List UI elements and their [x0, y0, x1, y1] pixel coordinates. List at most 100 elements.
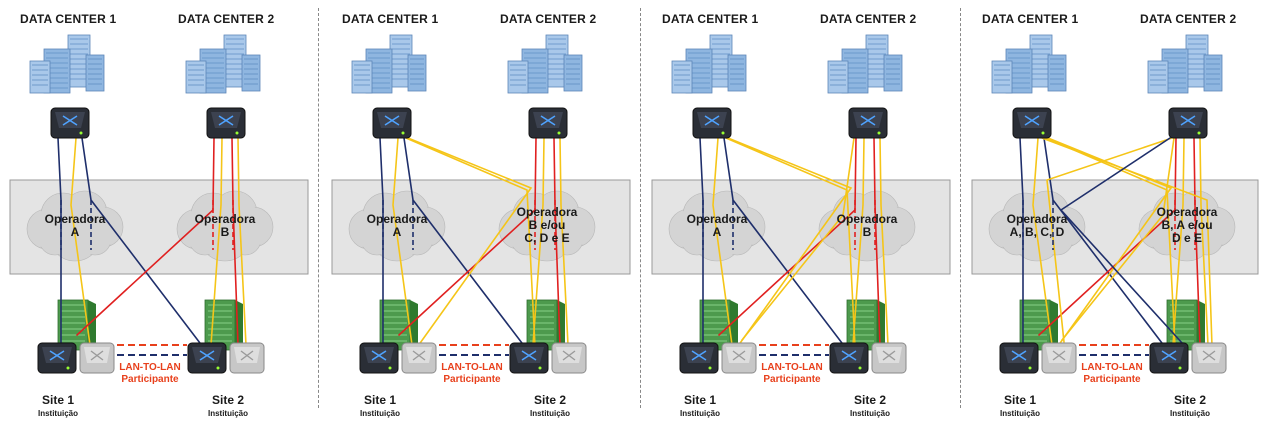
switch-arrows	[521, 350, 537, 361]
router-arrows	[882, 350, 896, 361]
cloud-fill	[230, 224, 260, 254]
site-2-name: Site 2	[211, 393, 244, 407]
cloud-fill	[1152, 224, 1182, 254]
topology-graphic	[971, 34, 1259, 374]
participante-text: Participante	[443, 374, 501, 385]
building-block	[1203, 54, 1223, 92]
green-building-front	[1166, 299, 1198, 351]
switch-arrows	[1024, 115, 1040, 126]
topology-graphic	[9, 34, 309, 374]
operator-right-label: Operadora B	[194, 212, 256, 239]
link-yellow-cross	[407, 137, 533, 347]
switch-led	[1041, 131, 1045, 135]
datacenter-2-switch	[848, 107, 888, 139]
participante-text: Participante	[763, 374, 821, 385]
switch-led	[721, 131, 725, 135]
switch-arrows	[62, 115, 78, 126]
building-block	[827, 60, 849, 94]
site-1-router	[401, 342, 437, 374]
site-2-switch	[187, 342, 227, 374]
switch-led	[1197, 131, 1201, 135]
link-yellow	[237, 137, 247, 346]
topology-graphic	[651, 34, 951, 374]
cloud-fill	[80, 224, 110, 254]
datacenter-1-label: DATA CENTER 1	[662, 12, 759, 26]
site-1-institution: Instituição	[37, 409, 78, 418]
switch-led	[1028, 366, 1032, 370]
datacenter-2-switch	[1168, 107, 1208, 139]
cloud-fill	[682, 224, 712, 254]
switch-led	[235, 131, 239, 135]
lan-to-lan-text: LAN-TO-LAN	[119, 362, 181, 373]
switch-led	[858, 366, 862, 370]
building-block	[883, 54, 903, 92]
cloud-fill	[832, 224, 862, 254]
router-arrows	[1052, 350, 1066, 361]
cloud-fill	[40, 224, 70, 254]
link-yellow	[70, 137, 91, 346]
building-block	[407, 54, 427, 92]
switch-led	[66, 366, 70, 370]
datacenter-2-label: DATA CENTER 2	[820, 12, 917, 26]
link-yellow-cross	[741, 137, 855, 341]
router-arrows	[90, 350, 104, 361]
site-1-name: Site 1	[363, 393, 396, 407]
site-1-institution: Instituição	[999, 409, 1040, 418]
switch-arrows	[49, 350, 65, 361]
link-yellow	[392, 137, 413, 346]
site-2-institution: Instituição	[849, 409, 890, 418]
switch-arrows	[218, 115, 234, 126]
datacenter-1-building	[671, 34, 747, 94]
datacenter-1-switch	[50, 107, 90, 139]
datacenter-2-switch	[206, 107, 246, 139]
site-1-building	[379, 299, 418, 351]
datacenter-1-switch	[1012, 107, 1052, 139]
topology-panel: DATA CENTER 1 DATA CENTER 2 Operadora A …	[0, 0, 318, 423]
switch-arrows	[384, 115, 400, 126]
switch-led	[708, 366, 712, 370]
datacenter-1-building	[991, 34, 1067, 94]
building-block	[671, 60, 693, 94]
datacenter-2-building	[1147, 34, 1223, 94]
topology-graphic	[331, 34, 631, 374]
datacenter-2-building	[827, 34, 903, 94]
switch-arrows	[1161, 350, 1177, 361]
site-1-router	[79, 342, 115, 374]
switch-arrows	[371, 350, 387, 361]
link-yellow	[559, 137, 569, 346]
datacenter-2-label: DATA CENTER 2	[500, 12, 597, 26]
operator-left-cloud	[668, 190, 766, 262]
topology-panel: DATA CENTER 1 DATA CENTER 2 Operadora A,…	[962, 0, 1268, 423]
switch-led	[538, 366, 542, 370]
cloud-fill	[362, 224, 392, 254]
link-yellow-cross	[1046, 137, 1173, 343]
link-yellow-cross	[1047, 137, 1173, 347]
building-block	[991, 60, 1013, 94]
site-1-building	[1019, 299, 1058, 351]
green-building-side	[410, 300, 418, 350]
switch-arrows	[1011, 350, 1027, 361]
site-2-name: Site 2	[1173, 393, 1206, 407]
link-yellow	[712, 137, 733, 346]
datacenter-2-label: DATA CENTER 2	[178, 12, 275, 26]
operator-right-cloud	[818, 190, 916, 262]
building-block	[351, 60, 373, 94]
link-yellow	[1172, 137, 1185, 346]
site-2-label: Site 2 Instituição	[198, 394, 258, 420]
datacenter-1-label: DATA CENTER 1	[342, 12, 439, 26]
switch-led	[877, 131, 881, 135]
lan-to-lan-text: LAN-TO-LAN	[441, 362, 503, 373]
site-1-switch	[37, 342, 77, 374]
operator-left-label: Operadora A, B, C, D	[1006, 212, 1068, 239]
link-yellow	[879, 137, 889, 346]
building-block	[1047, 54, 1067, 92]
cloud-fill	[1002, 224, 1032, 254]
site-2-building	[526, 299, 565, 351]
site-2-institution: Instituição	[207, 409, 248, 418]
